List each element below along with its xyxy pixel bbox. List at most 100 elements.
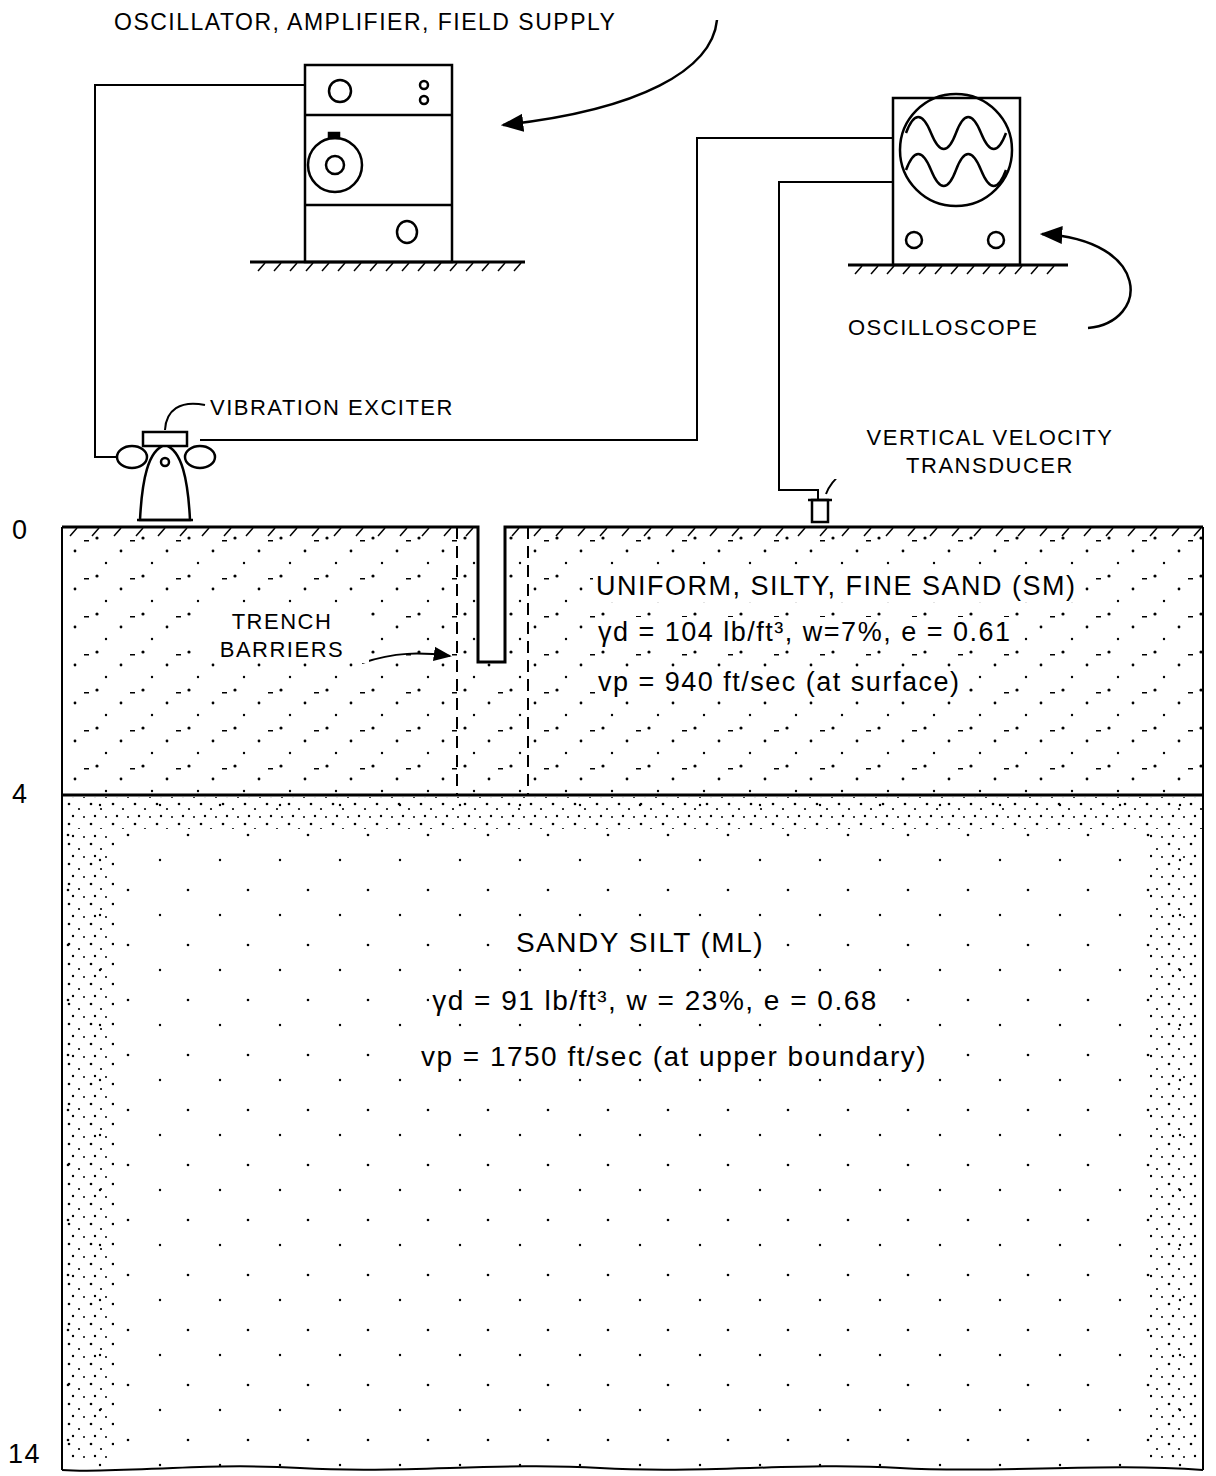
layer-property: vp = 1750 ft/sec (at upper boundary) (418, 1041, 930, 1073)
hatch-stroke (983, 266, 990, 274)
layer-property: γd = 104 lb/ft³, w=7%, e = 0.61 (595, 617, 1014, 648)
leader-line (165, 404, 205, 430)
hatch-stroke (887, 266, 894, 274)
hatch-stroke (935, 266, 942, 274)
hatch-stroke (268, 528, 275, 536)
hatch-stroke (600, 528, 607, 536)
hatch-stroke (556, 528, 563, 536)
signal-wire (95, 85, 893, 500)
hatch-stroke (466, 528, 473, 536)
ground-hatch (70, 263, 1201, 536)
hatch-stroke (354, 263, 361, 271)
depth-mark: 0 (10, 514, 31, 548)
hatch-stroke (290, 263, 297, 271)
hatch-stroke (1031, 266, 1038, 274)
hatch-stroke (1047, 266, 1054, 274)
hatch-stroke (908, 528, 915, 536)
hatch-stroke (514, 263, 521, 271)
hatch-stroke (1015, 266, 1022, 274)
hatch-stroke (136, 528, 143, 536)
hatch-stroke (974, 528, 981, 536)
hatch-stroke (864, 528, 871, 536)
hatch-stroke (798, 528, 805, 536)
hatch-stroke (952, 528, 959, 536)
hatch-stroke (306, 263, 313, 271)
silt-stipple (64, 830, 114, 1460)
callout-label: VIBRATION EXCITER (208, 394, 456, 422)
hatch-stroke (886, 528, 893, 536)
hatch-stroke (1128, 528, 1135, 536)
hatch-stroke (855, 266, 862, 274)
hatch-stroke (246, 528, 253, 536)
hatch-stroke (70, 528, 77, 536)
hatch-stroke (1040, 528, 1047, 536)
hatch-stroke (224, 528, 231, 536)
hatch-stroke (622, 528, 629, 536)
hatch-stroke (274, 263, 281, 271)
hatch-stroke (386, 263, 393, 271)
hatch-stroke (1018, 528, 1025, 536)
hatch-stroke (498, 263, 505, 271)
hatch-stroke (710, 528, 717, 536)
hatch-stroke (732, 528, 739, 536)
soil-outline (62, 527, 1203, 1471)
trench-barrier-line (457, 527, 528, 795)
sand-texture (62, 527, 1203, 795)
hatch-stroke (842, 528, 849, 536)
hatch-stroke (482, 263, 489, 271)
vibration-exciter (117, 432, 215, 520)
silt-stipple (62, 797, 1203, 829)
callout-label: OSCILLATOR, AMPLIFIER, FIELD SUPPLY (112, 8, 618, 37)
hatch-stroke (534, 528, 541, 536)
hatch-stroke (512, 528, 519, 536)
depth-mark: 14 (6, 1438, 43, 1472)
layer-property: vp = 940 ft/sec (at surface) (595, 667, 963, 698)
hatch-stroke (1194, 528, 1201, 536)
hatch-stroke (418, 263, 425, 271)
hatch-stroke (903, 266, 910, 274)
hatch-stroke (996, 528, 1003, 536)
hatch-stroke (158, 528, 165, 536)
hatch-stroke (290, 528, 297, 536)
hatch-stroke (180, 528, 187, 536)
hatch-stroke (666, 528, 673, 536)
hatch-stroke (930, 528, 937, 536)
hatch-stroke (338, 263, 345, 271)
hatch-stroke (754, 528, 761, 536)
hatch-stroke (356, 528, 363, 536)
hatch-stroke (1172, 528, 1179, 536)
hatch-stroke (1150, 528, 1157, 536)
hatch-stroke (578, 528, 585, 536)
hatch-stroke (202, 528, 209, 536)
hatch-stroke (334, 528, 341, 536)
velocity-transducer (808, 500, 832, 522)
hatch-stroke (951, 266, 958, 274)
leader-arrow (362, 654, 450, 663)
soil-layer: SANDY SILT (ML) γd = 91 lb/ft³, w = 23%, … (62, 795, 1203, 1470)
callout-label: TRENCH BARRIERS (195, 608, 369, 663)
hatch-stroke (1062, 528, 1069, 536)
callout-label: VERTICAL VELOCITY TRANSDUCER (833, 424, 1147, 479)
oscillator-unit (250, 65, 525, 262)
hatch-stroke (871, 266, 878, 274)
trench-void (478, 528, 505, 662)
hatch-stroke (1084, 528, 1091, 536)
hatch-stroke (258, 263, 265, 271)
layer-property: γd = 91 lb/ft³, w = 23%, e = 0.68 (429, 985, 881, 1017)
hatch-stroke (999, 266, 1006, 274)
layer-name: UNIFORM, SILTY, FINE SAND (SM) (593, 571, 1080, 602)
hatch-stroke (114, 528, 121, 536)
hatch-stroke (92, 528, 99, 536)
hatch-stroke (322, 263, 329, 271)
hatch-stroke (400, 528, 407, 536)
hatch-stroke (370, 263, 377, 271)
hatch-stroke (450, 263, 457, 271)
hatch-stroke (644, 528, 651, 536)
hatch-stroke (1106, 528, 1113, 536)
silt-texture (62, 795, 1203, 1471)
layer-name: SANDY SILT (ML) (513, 927, 767, 959)
depth-mark: 4 (10, 778, 31, 812)
hatch-stroke (919, 266, 926, 274)
oscilloscope (848, 94, 1068, 265)
